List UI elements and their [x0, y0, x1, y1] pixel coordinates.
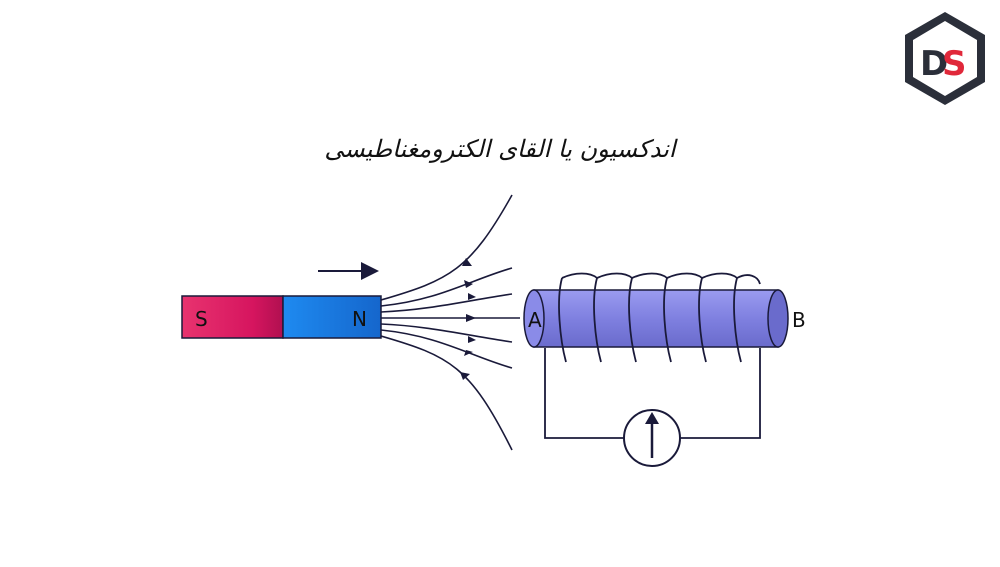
circuit-wires	[544, 348, 761, 439]
galvanometer-icon	[623, 409, 681, 467]
coil-turn-top	[596, 272, 633, 279]
field-arrow	[466, 314, 476, 322]
coil-windings	[558, 272, 761, 363]
ds-logo-icon: D S	[905, 12, 985, 105]
logo-letter-s: S	[942, 44, 967, 84]
coil-end-a-label: A	[528, 308, 542, 332]
south-pole-label: S	[195, 307, 208, 331]
field-line	[380, 194, 513, 301]
magnet-south-pole	[181, 295, 284, 339]
coil-turn-top	[736, 274, 761, 285]
field-line-arrows	[460, 258, 476, 380]
field-arrow	[464, 350, 473, 356]
wire-right	[680, 348, 761, 439]
diagram-title: اندکسیون یا القای الکترومغناطیسی	[324, 135, 676, 163]
field-line	[380, 335, 513, 451]
coil-turn	[593, 277, 602, 363]
field-line	[380, 323, 513, 343]
field-arrow	[464, 280, 473, 288]
coil-end-b-label: B	[792, 308, 806, 332]
bar-magnet: S N	[181, 295, 382, 339]
coil-core: A B	[523, 289, 806, 348]
field-line	[380, 329, 513, 369]
field-line	[380, 267, 513, 307]
coil-turn	[558, 277, 567, 363]
wire-left	[544, 348, 624, 439]
magnetic-field-lines	[380, 194, 520, 451]
field-arrow	[468, 336, 476, 343]
coil-turn	[628, 277, 637, 363]
field-arrow	[462, 258, 472, 266]
coil-turn-top	[701, 272, 738, 279]
north-pole-label: N	[352, 307, 367, 331]
coil-turn	[698, 277, 707, 363]
field-arrow	[468, 293, 476, 300]
magnet-north-pole	[282, 295, 382, 339]
field-line	[380, 293, 513, 313]
coil-turn	[733, 277, 742, 363]
field-arrow	[460, 372, 470, 380]
coil-turn	[663, 277, 672, 363]
logo-letter-d: D	[920, 44, 948, 84]
coil-turn-top	[631, 272, 668, 279]
coil-turn-top	[561, 272, 598, 279]
coil-turn-top	[666, 272, 703, 279]
